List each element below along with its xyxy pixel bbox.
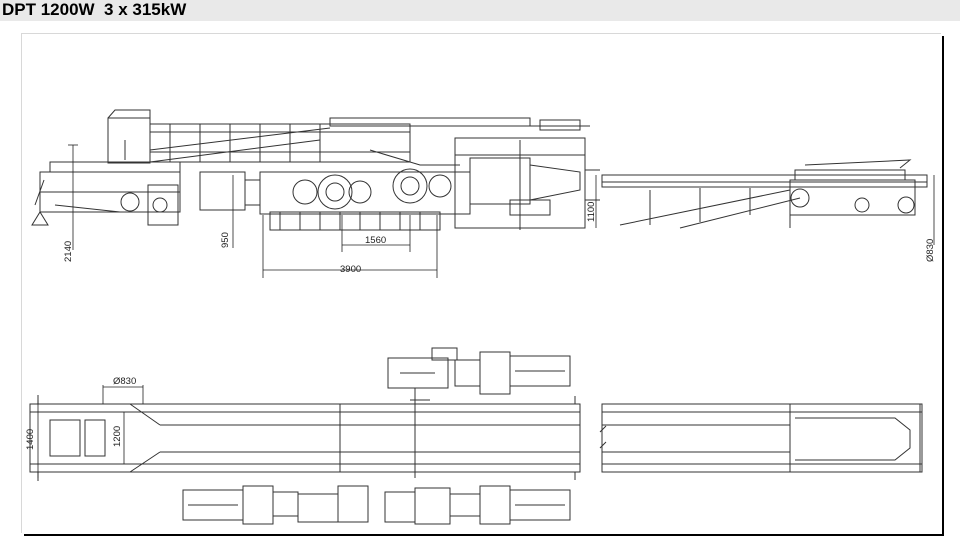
- dim-2140: 2140: [63, 241, 74, 262]
- dim-3900: 3900: [340, 264, 361, 275]
- title-bar: [0, 0, 960, 21]
- bottom-motor-row: [182, 485, 571, 525]
- drawing-sheet: [22, 34, 942, 534]
- top-motor-row: [387, 347, 571, 401]
- side-elevation-view: [31, 109, 928, 231]
- dim-830-plan: Ø830: [113, 376, 136, 387]
- upper-frame: [107, 109, 590, 164]
- dim-1100: 1100: [586, 202, 597, 222]
- boom-right: [601, 159, 928, 229]
- dim-1400: 1400: [25, 429, 36, 450]
- dim-1200: 1200: [112, 426, 123, 447]
- side-dimensions: [68, 144, 935, 278]
- dim-830-side: Ø830: [925, 239, 936, 262]
- discharge-frame: [454, 137, 600, 230]
- tail-end-left: [31, 161, 181, 226]
- dim-1560: 1560: [365, 235, 386, 246]
- drawing-title: DPT 1200W 3 x 315kW: [2, 0, 187, 19]
- plan-dimensions: [37, 385, 144, 478]
- belt-body: [29, 395, 923, 481]
- dim-950: 950: [220, 232, 231, 248]
- plan-view: [29, 347, 923, 525]
